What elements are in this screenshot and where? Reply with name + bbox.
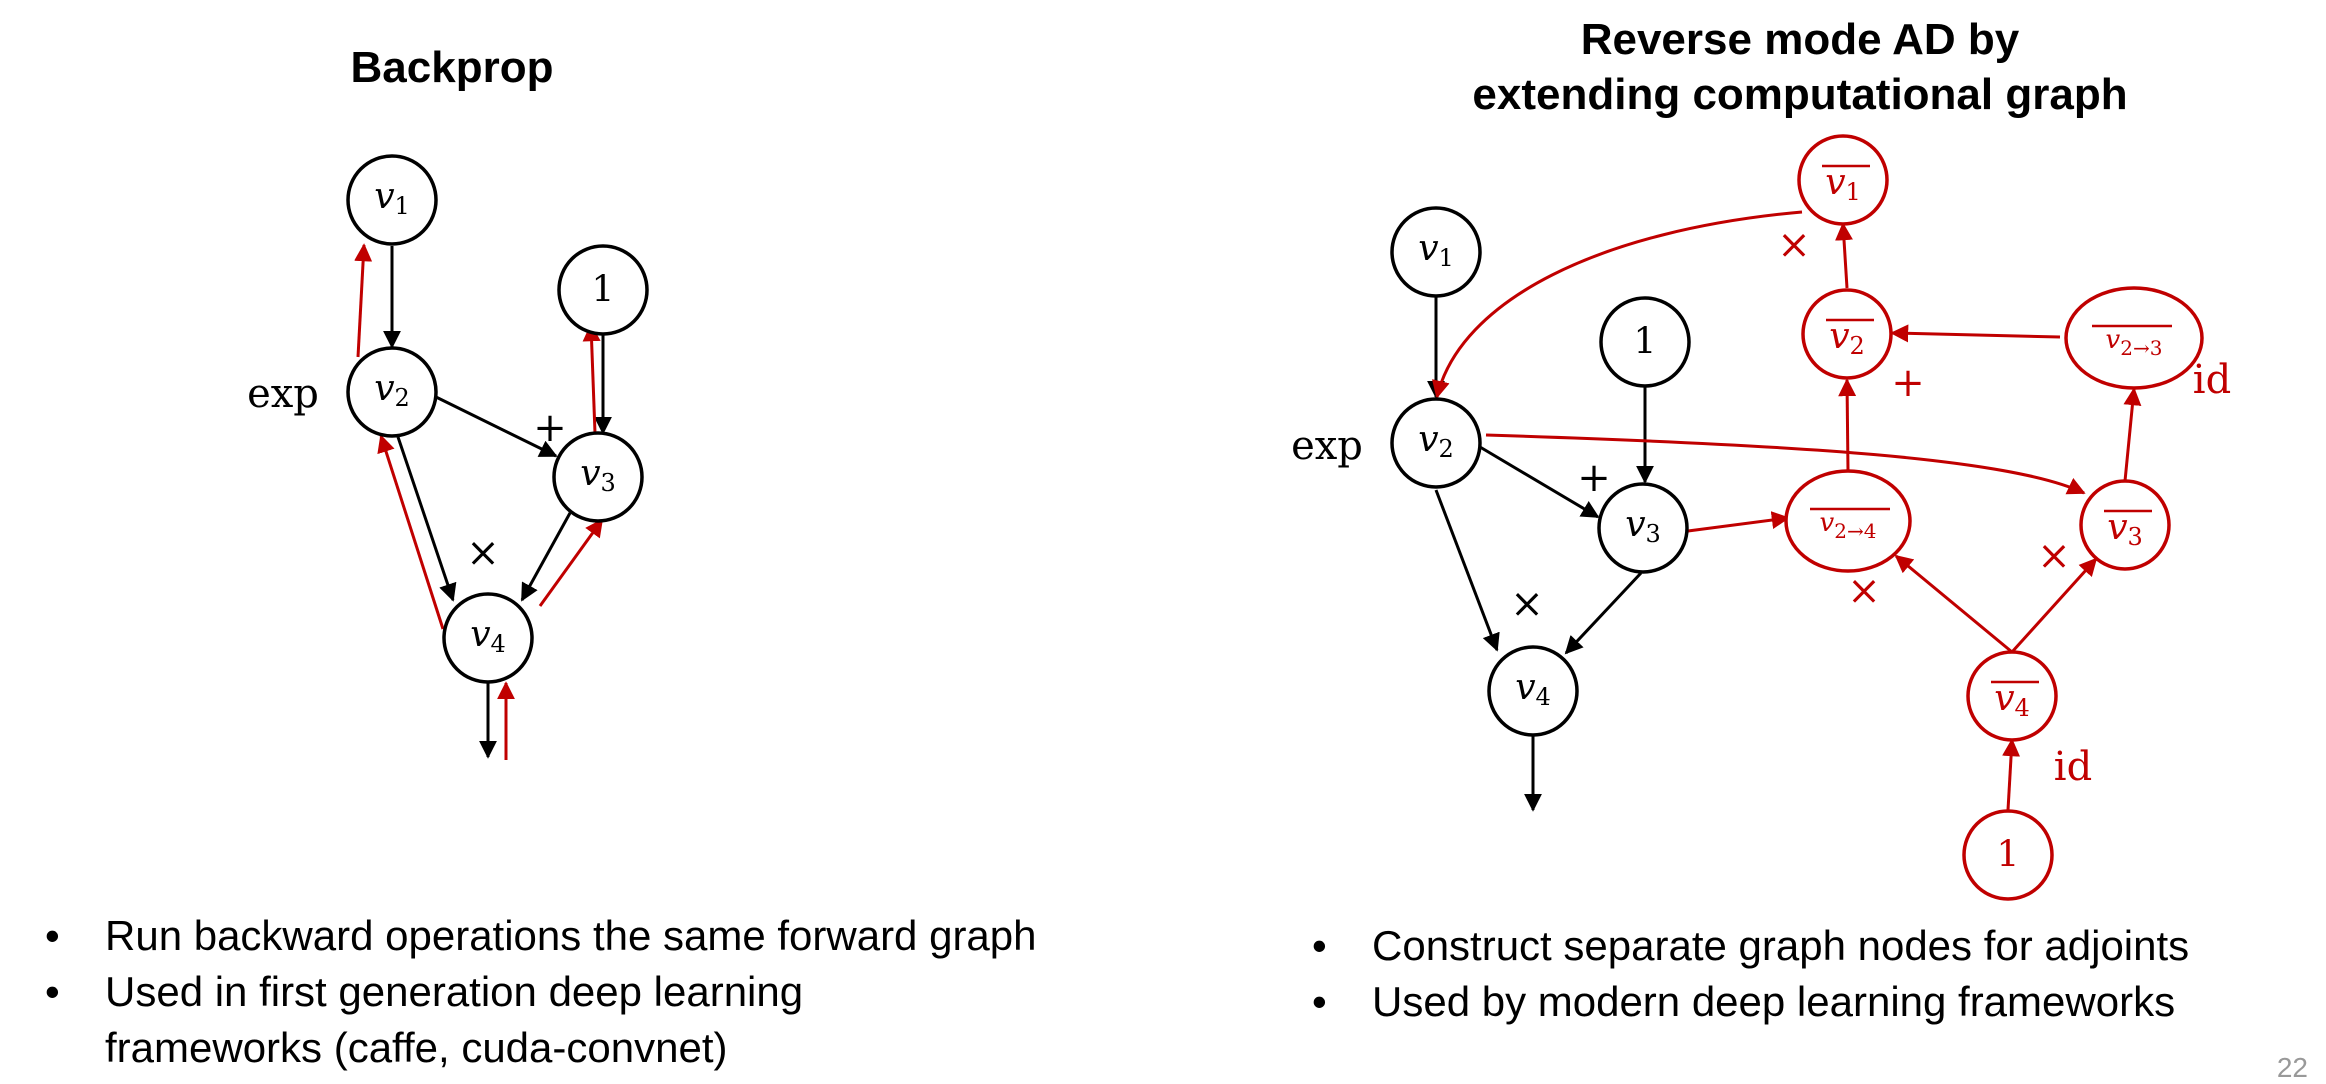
page-number: 22 bbox=[2276, 1052, 2308, 1083]
adjoint-node-v1-bar: v1 bbox=[1797, 134, 1889, 226]
adjoint-node-v3-bar: v3 bbox=[2079, 479, 2171, 571]
node-v3-label: v3 bbox=[580, 453, 616, 498]
adjoint-node-v2-bar: v2 bbox=[1801, 288, 1893, 380]
node-v1: v1 bbox=[346, 154, 438, 246]
edge-v2-v3 bbox=[435, 395, 558, 458]
node-v3: v3 bbox=[552, 431, 644, 523]
backprop-graph: v1 v2 1 v3 v4 exp + × bbox=[247, 154, 649, 760]
rnode-v1-label: v1 bbox=[1418, 228, 1454, 273]
backprop-bullet-1: Run backward operations the same forward… bbox=[45, 908, 1245, 964]
node-one: 1 bbox=[557, 244, 649, 336]
node-v4: v4 bbox=[442, 592, 534, 684]
adj-op-id-v4bar: id bbox=[2054, 744, 2092, 790]
adjoint-node-v3-bar-label: v3 bbox=[2107, 507, 2143, 552]
adjoint-node-v4-bar: v4 bbox=[1966, 650, 2058, 742]
title-line-1: Reverse mode AD by bbox=[1580, 15, 2020, 64]
node-v2: v2 bbox=[346, 346, 438, 438]
adj-op-plus-v2bar: + bbox=[1891, 360, 1925, 406]
edge-v2-v3bar bbox=[1485, 433, 2086, 495]
edge-v3bar-v2to3 bbox=[2123, 387, 2142, 482]
adjoint-node-v4-bar-label: v4 bbox=[1994, 678, 2030, 723]
rnode-v4-label: v4 bbox=[1515, 667, 1551, 712]
rnode-v2-label: v2 bbox=[1418, 419, 1454, 464]
backprop-bullet-2: Used in first generation deep learning f… bbox=[45, 964, 985, 1076]
reverse-mode-graph: v1 v2 1 v3 v4 v1 v2 bbox=[1291, 134, 2231, 901]
edge-rv2-rv4 bbox=[1434, 489, 1500, 652]
edge-v2bar-v1bar bbox=[1835, 222, 1853, 289]
rop-plus-label: + bbox=[1577, 455, 1611, 501]
rop-times-label: × bbox=[1510, 581, 1544, 627]
rnode-v4: v4 bbox=[1487, 645, 1579, 737]
backward-edge-v2-v1 bbox=[354, 243, 373, 358]
edge-v3-v2to4 bbox=[1687, 511, 1790, 533]
rnode-one: 1 bbox=[1599, 296, 1691, 388]
backprop-title: Backprop bbox=[350, 43, 554, 92]
op-plus-label: + bbox=[533, 405, 567, 451]
edge-rv3-rv4 bbox=[1564, 571, 1643, 655]
rnode-v3-label: v3 bbox=[1625, 504, 1661, 549]
edge-v2to3-v2bar bbox=[1890, 324, 2061, 343]
edge-v2-v4 bbox=[396, 436, 457, 602]
edge-v1bar-v2 bbox=[1432, 210, 1803, 399]
adj-op-times-v3bar: × bbox=[2037, 533, 2071, 579]
rnode-v2: v2 bbox=[1390, 397, 1482, 489]
adj-op-times-v2to4: × bbox=[1847, 568, 1881, 614]
node-v2-label: v2 bbox=[374, 368, 410, 413]
op-times-label: × bbox=[466, 530, 500, 576]
adjoint-node-v2-to-3-bar: v2→3 bbox=[2064, 286, 2204, 390]
reverse-mode-ad-title: Reverse mode AD by extending computation… bbox=[1300, 12, 2300, 122]
rnode-one-label: 1 bbox=[1634, 322, 1657, 363]
rop-exp-label: exp bbox=[1291, 423, 1363, 469]
adj-op-id-v2to3: id bbox=[2193, 357, 2231, 403]
edge-one-v4bar bbox=[2002, 738, 2021, 811]
op-exp-label: exp bbox=[247, 371, 319, 417]
backward-edge-v4-v2 bbox=[377, 434, 445, 630]
adjoint-node-v2-to-3-bar-label: v2→3 bbox=[2106, 325, 2163, 360]
reverse-mode-bullet-1: Construct separate graph nodes for adjoi… bbox=[1312, 918, 2312, 974]
adjoint-node-v1-bar-label: v1 bbox=[1825, 162, 1861, 207]
adjoint-node-v2-bar-label: v2 bbox=[1829, 316, 1865, 361]
edge-v4bar-v3bar bbox=[2010, 557, 2098, 654]
backward-edge-v4-v3 bbox=[538, 518, 604, 607]
edge-rv2-rv3 bbox=[1479, 445, 1600, 519]
rnode-v3: v3 bbox=[1597, 482, 1689, 574]
adj-op-times-v1bar: × bbox=[1777, 222, 1811, 268]
node-v1-label: v1 bbox=[374, 176, 410, 221]
rnode-v1: v1 bbox=[1390, 206, 1482, 298]
reverse-mode-bullet-2: Used by modern deep learning frameworks bbox=[1312, 974, 2312, 1030]
adjoint-seed-node-one: 1 bbox=[1962, 809, 2054, 901]
adjoint-node-v2-to-4-bar-label: v2→4 bbox=[1820, 508, 1877, 543]
adjoint-node-v2-to-4-bar: v2→4 bbox=[1784, 469, 1912, 573]
edge-v2to4-v2bar bbox=[1838, 378, 1857, 472]
title-line-2: extending computational graph bbox=[1472, 70, 2128, 119]
node-one-label: 1 bbox=[592, 270, 615, 311]
reverse-mode-bullet-list: Construct separate graph nodes for adjoi… bbox=[1312, 918, 2312, 1030]
backward-edge-v3-one bbox=[582, 323, 601, 434]
backprop-bullet-list: Run backward operations the same forward… bbox=[45, 908, 1245, 1076]
edge-v3-v4 bbox=[520, 512, 572, 602]
node-v4-label: v4 bbox=[470, 614, 506, 659]
edge-v4bar-v2to4 bbox=[1894, 554, 2013, 654]
adjoint-seed-node-one-label: 1 bbox=[1997, 835, 2020, 876]
